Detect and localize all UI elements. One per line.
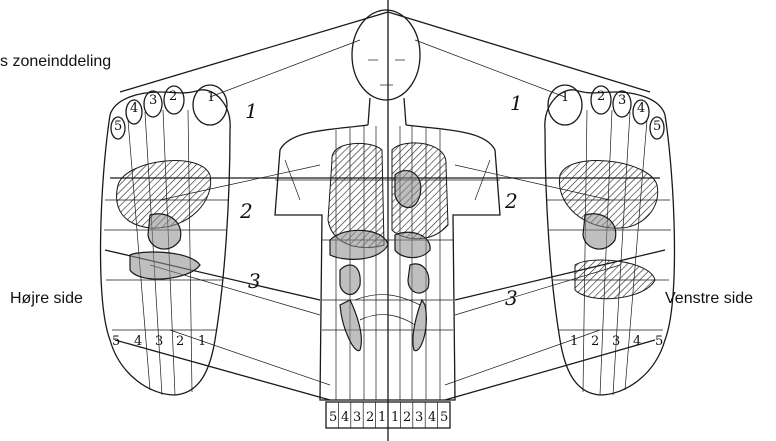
left-toe-number: 3 [618, 93, 626, 108]
left-sole-number: 1 [570, 334, 578, 349]
zone-marker-1-left: 1 [510, 91, 523, 115]
left-toe-number: 2 [597, 89, 605, 104]
left-toe-number: 5 [653, 119, 661, 134]
kidney-right [340, 265, 360, 294]
bottom-zone-number: 5 [440, 410, 448, 425]
colon-right [340, 300, 361, 351]
liver [330, 230, 388, 259]
zone-marker-3-left: 3 [505, 286, 518, 310]
left-sole-number: 5 [655, 334, 663, 349]
right-toe-number: 3 [149, 93, 157, 108]
left-toe-number: 4 [637, 101, 645, 116]
bottom-zone-number: 4 [341, 410, 349, 425]
right-toe-number: 4 [130, 101, 138, 116]
right-sole-number: 5 [112, 334, 120, 349]
left-toe-number: 1 [561, 90, 569, 105]
zone-marker-2-left: 2 [504, 189, 518, 213]
bottom-zone-number: 1 [378, 410, 386, 425]
bottom-zone-number: 3 [353, 410, 361, 425]
right-sole-number: 4 [134, 334, 142, 349]
zone-marker-3-right: 3 [248, 269, 261, 293]
bottom-zone-number: 1 [391, 410, 399, 425]
right-sole-number: 2 [176, 334, 184, 349]
left-sole-number: 3 [612, 334, 620, 349]
bottom-zone-number: 2 [366, 410, 374, 425]
colon-left [413, 300, 426, 351]
bottom-zone-number: 3 [415, 410, 423, 425]
heart [395, 171, 421, 208]
bottom-zone-number: 4 [428, 410, 436, 425]
right-toe-number: 1 [207, 90, 215, 105]
right-toe-number: 5 [114, 119, 122, 134]
right-sole-number: 1 [198, 334, 206, 349]
right-sole-number: 3 [155, 334, 163, 349]
bottom-zone-number: 5 [329, 410, 337, 425]
zone-marker-2-right: 2 [239, 199, 253, 223]
right-toe-number: 2 [169, 89, 177, 104]
bottom-zone-number: 2 [403, 410, 411, 425]
left-sole-number: 4 [633, 334, 641, 349]
left-sole-number: 2 [591, 334, 599, 349]
zone-marker-1-right: 1 [245, 99, 258, 123]
